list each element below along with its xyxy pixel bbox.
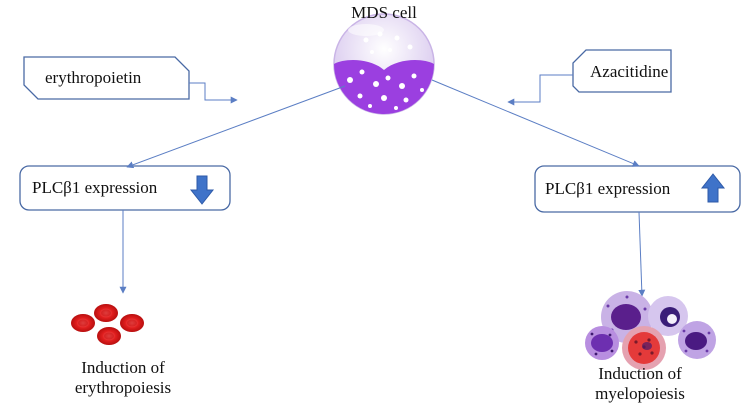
- myelopoiesis-outcome-line2: myelopoiesis: [595, 384, 685, 403]
- right-expression-label: PLCβ1 expression: [545, 179, 671, 198]
- erythropoietin-label: erythropoietin: [45, 68, 142, 87]
- cell-to-right-connector: [431, 79, 640, 167]
- left-expression-label: PLCβ1 expression: [32, 178, 158, 197]
- erythropoiesis-outcome-line2: erythropoiesis: [74, 378, 172, 397]
- left-expression-box: [19, 165, 231, 211]
- myelopoiesis-outcome-line1: Induction of: [598, 364, 682, 383]
- mds-cell-label: MDS cell: [351, 3, 417, 22]
- erythropoiesis-outcome-line1: Induction of: [81, 358, 165, 377]
- right-to-outcome-connector: [638, 211, 646, 297]
- mds-cell-icon: [333, 13, 435, 115]
- azacitidine-label: Azacitidine: [590, 62, 669, 81]
- cell-to-left-connector: [126, 85, 346, 169]
- azacitidine-box: [572, 49, 672, 93]
- erythropoietin-box: [23, 56, 190, 100]
- erythropoietin-connector: [189, 82, 238, 104]
- myeloid-cells-icon: [585, 291, 716, 370]
- down-arrow-icon: [189, 175, 215, 205]
- azacitidine-connector: [507, 74, 573, 106]
- red-blood-cells-icon: [71, 304, 144, 345]
- up-arrow-icon: [700, 173, 726, 203]
